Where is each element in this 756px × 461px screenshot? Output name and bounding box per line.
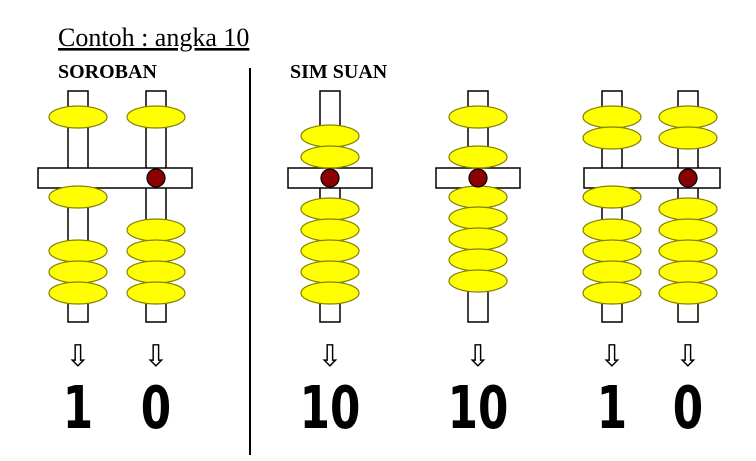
- reckoning-bar: [37, 167, 193, 189]
- bead: [582, 218, 642, 242]
- bead: [448, 105, 508, 129]
- bead: [582, 260, 642, 284]
- result-digit: 0: [141, 375, 171, 443]
- bead: [448, 185, 508, 209]
- bead: [300, 239, 360, 263]
- unit-marker-dot: [146, 168, 166, 188]
- bead: [582, 185, 642, 209]
- bead: [658, 239, 718, 263]
- abacus-1-1: ⇩10: [435, 90, 521, 443]
- diagram-title: Contoh : angka 10: [58, 23, 249, 52]
- result-digit: 1: [63, 375, 93, 443]
- bead: [48, 239, 108, 263]
- bead: [658, 126, 718, 150]
- down-arrow-icon: ⇩: [675, 339, 700, 374]
- bead: [658, 218, 718, 242]
- bead: [582, 126, 642, 150]
- down-arrow-icon: ⇩: [65, 339, 90, 374]
- bead: [658, 197, 718, 221]
- abacus-1-2: ⇩1⇩0: [582, 90, 721, 443]
- bead: [582, 281, 642, 305]
- down-arrow-icon: ⇩: [599, 339, 624, 374]
- bead: [658, 281, 718, 305]
- sim-suan-label: SIM SUAN: [290, 61, 388, 83]
- bead: [48, 260, 108, 284]
- bead: [658, 105, 718, 129]
- bead: [126, 260, 186, 284]
- bead: [48, 105, 108, 129]
- bead: [300, 197, 360, 221]
- bead: [582, 239, 642, 263]
- bead: [448, 145, 508, 169]
- bead: [448, 227, 508, 251]
- soroban-label: SOROBAN: [58, 61, 157, 83]
- bead: [126, 281, 186, 305]
- bead: [126, 239, 186, 263]
- bead: [448, 248, 508, 272]
- bead: [582, 105, 642, 129]
- bead: [658, 260, 718, 284]
- bead: [448, 269, 508, 293]
- bead: [48, 281, 108, 305]
- bead: [48, 185, 108, 209]
- bead: [126, 105, 186, 129]
- bead: [448, 206, 508, 230]
- abacus-0-0: ⇩1⇩0: [37, 90, 193, 443]
- down-arrow-icon: ⇩: [143, 339, 168, 374]
- unit-marker-dot: [678, 168, 698, 188]
- bead: [300, 281, 360, 305]
- reckoning-bar: [583, 167, 721, 189]
- bead: [300, 124, 360, 148]
- abaci-group: ⇩1⇩0⇩10⇩10⇩1⇩0: [37, 90, 721, 443]
- abacus-1-0: ⇩10: [287, 90, 373, 443]
- bead: [300, 145, 360, 169]
- result-digit: 10: [448, 375, 509, 443]
- result-digit: 1: [597, 375, 627, 443]
- down-arrow-icon: ⇩: [317, 339, 342, 374]
- result-digit: 10: [300, 375, 361, 443]
- bead: [126, 218, 186, 242]
- unit-marker-dot: [468, 168, 488, 188]
- result-digit: 0: [673, 375, 703, 443]
- bead: [300, 218, 360, 242]
- down-arrow-icon: ⇩: [465, 339, 490, 374]
- bead: [300, 260, 360, 284]
- unit-marker-dot: [320, 168, 340, 188]
